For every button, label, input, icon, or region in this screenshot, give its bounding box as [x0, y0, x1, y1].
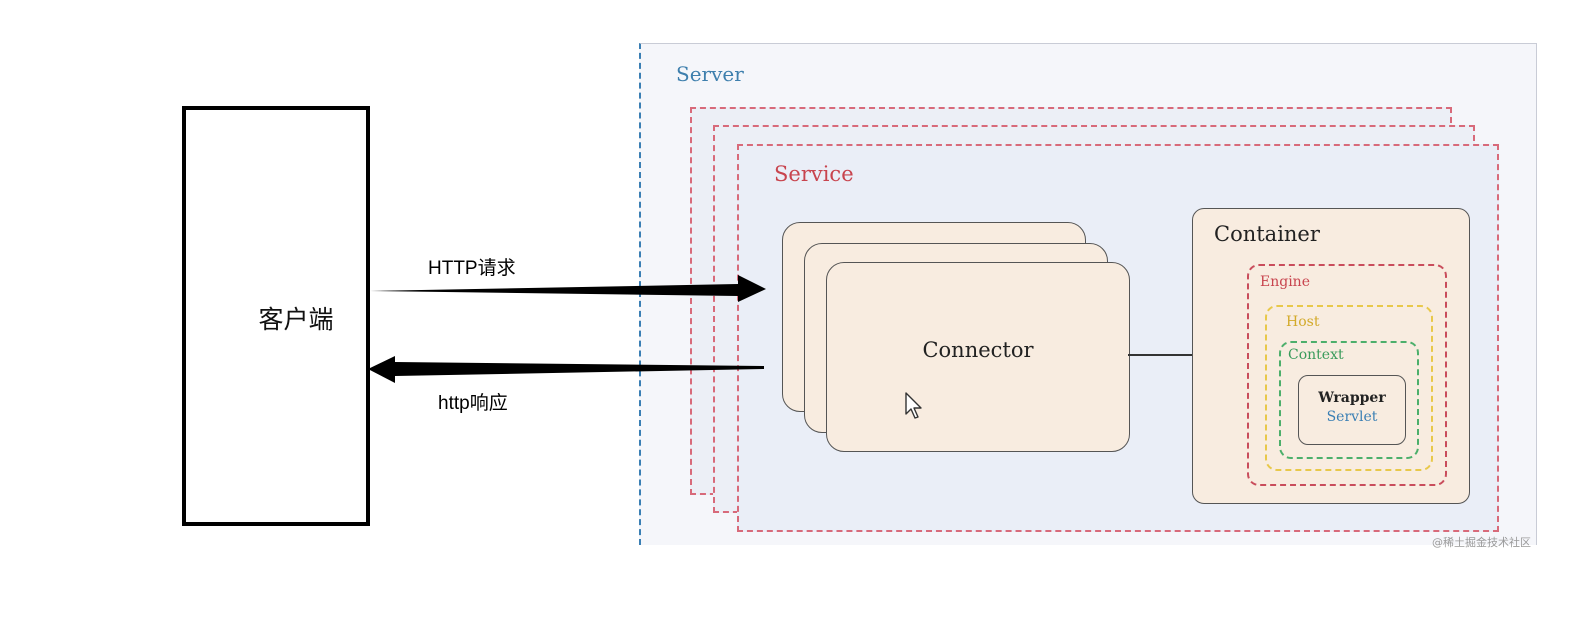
container-box — [1192, 208, 1470, 504]
engine-box — [1247, 264, 1447, 486]
host-box — [1265, 305, 1433, 471]
context-box — [1279, 341, 1419, 459]
mouse-pointer-icon — [905, 392, 922, 419]
connector-box-front — [826, 262, 1130, 452]
wrapper-label: Wrapper — [1318, 390, 1386, 406]
wrapper-box — [1298, 375, 1406, 445]
host-label: Host — [1286, 314, 1320, 330]
connector-label: Connector — [922, 338, 1034, 362]
container-label: Container — [1214, 222, 1320, 246]
servlet-label: Servlet — [1326, 409, 1378, 425]
service-label: Service — [774, 162, 854, 186]
client-box — [182, 106, 370, 526]
connector-container-link — [1128, 354, 1194, 356]
client-label: 客户端 — [258, 305, 334, 334]
server-label: Server — [676, 62, 744, 86]
request-label: HTTP请求 — [428, 258, 516, 279]
watermark: @稀土掘金技术社区 — [1432, 536, 1531, 549]
context-label: Context — [1288, 347, 1344, 363]
engine-label: Engine — [1260, 274, 1310, 290]
response-label: http响应 — [438, 393, 508, 414]
